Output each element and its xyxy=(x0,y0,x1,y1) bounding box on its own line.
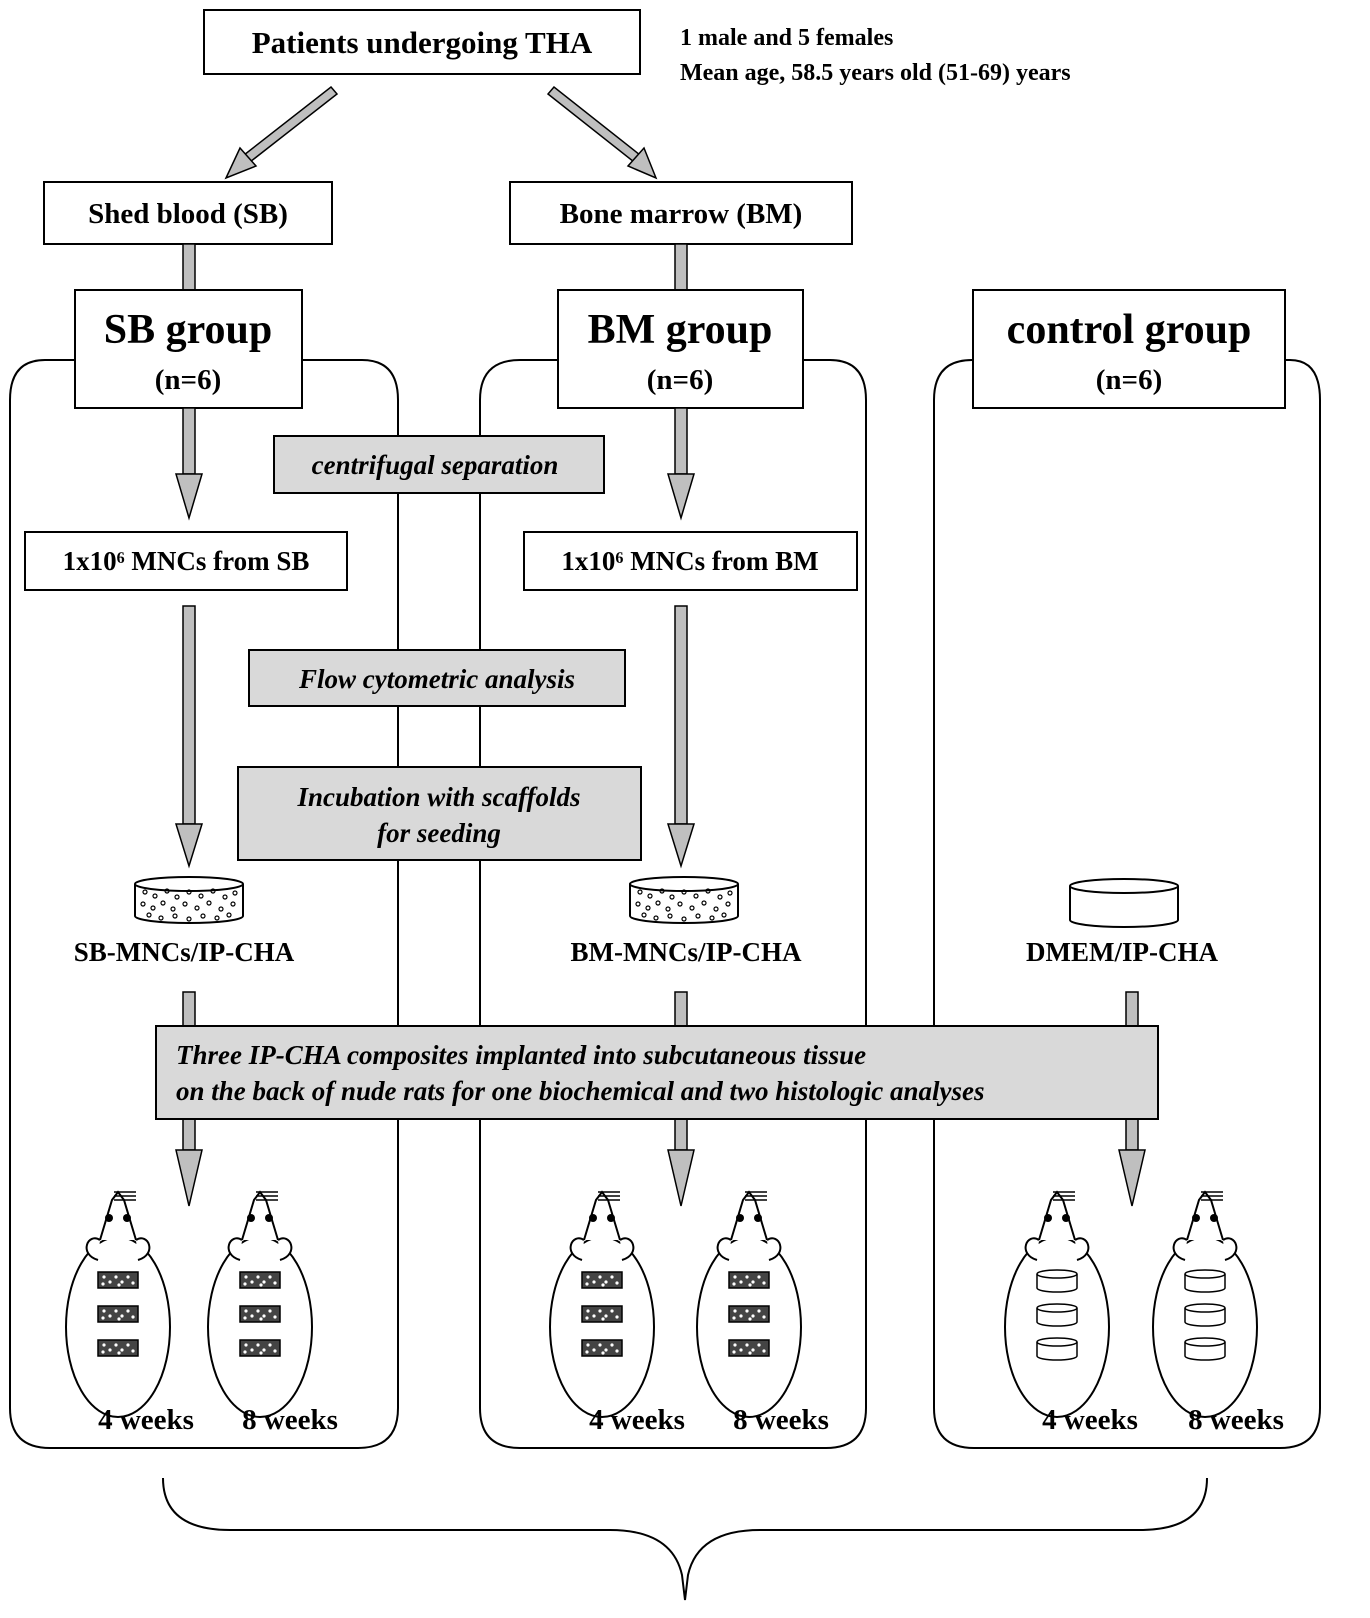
bm-group-box xyxy=(557,289,804,409)
demographics-age: Mean age, 58.5 years old (51-69) years xyxy=(680,60,1071,86)
control-rat-8-weeks xyxy=(1152,1191,1258,1418)
sb-group-n: (n=6) xyxy=(155,364,221,396)
bm-group-title: BM group xyxy=(588,307,773,353)
bm-group-n: (n=6) xyxy=(647,364,713,396)
arrow-bm-mncs-to-scaffold xyxy=(666,605,696,869)
sb-rat-8-weeks xyxy=(207,1191,313,1418)
sb-group-box xyxy=(74,289,303,409)
shed-blood-box xyxy=(43,181,333,245)
control-group-box xyxy=(972,289,1286,409)
demographics-sex: 1 male and 5 females xyxy=(680,25,893,51)
arrow-to-bone-marrow xyxy=(546,85,658,180)
bm-scaffold-icon xyxy=(629,876,739,924)
bottom-brace xyxy=(162,1477,1208,1601)
flow-cytometry-label: Flow cytometric analysis xyxy=(298,664,575,694)
control-group-panel xyxy=(933,359,1321,1449)
control-composite-label: DMEM/IP-CHA xyxy=(1026,937,1218,967)
incubation-box xyxy=(237,766,642,861)
bm-rat-4-weeks xyxy=(549,1191,655,1418)
centrifugal-label: centrifugal separation xyxy=(312,450,559,480)
control-group-n: (n=6) xyxy=(1096,364,1162,396)
control-8-weeks-label: 8 weeks xyxy=(1188,1404,1284,1436)
arrow-bm-to-mncs xyxy=(666,407,696,521)
flow-cytometry-box xyxy=(248,649,626,707)
sb-scaffold-icon xyxy=(134,876,244,924)
patients-box xyxy=(203,9,641,75)
implantation-box xyxy=(155,1025,1159,1120)
arrow-sb-to-mncs xyxy=(174,407,204,521)
bm-composite-label: BM-MNCs/IP-CHA xyxy=(571,937,802,967)
implantation-label-2: on the back of nude rats for one biochem… xyxy=(176,1076,985,1106)
arrow-to-shed-blood xyxy=(224,85,339,180)
bone-marrow-box xyxy=(509,181,853,245)
bm-group-panel xyxy=(479,359,867,1449)
shed-blood-label: Shed blood (SB) xyxy=(88,198,288,230)
implantation-label-1: Three IP-CHA composites implanted into s… xyxy=(176,1040,866,1070)
incubation-label-2: for seeding xyxy=(377,818,501,848)
bone-marrow-label: Bone marrow (BM) xyxy=(560,198,803,230)
control-rat-4-weeks xyxy=(1004,1191,1110,1418)
sb-4-weeks-label: 4 weeks xyxy=(98,1404,194,1436)
sb-group-title: SB group xyxy=(104,307,272,353)
bm-mncs-label: 1x10⁶ MNCs from BM xyxy=(561,546,818,576)
bm-8-weeks-label: 8 weeks xyxy=(733,1404,829,1436)
connector-sb xyxy=(182,243,196,291)
connector-bm xyxy=(674,243,688,291)
bm-rat-8-weeks xyxy=(696,1191,802,1418)
patients-title: Patients undergoing THA xyxy=(252,25,593,60)
bm-mncs-box xyxy=(523,531,858,591)
sb-8-weeks-label: 8 weeks xyxy=(242,1404,338,1436)
sb-group-panel xyxy=(9,359,399,1449)
control-4-weeks-label: 4 weeks xyxy=(1042,1404,1138,1436)
incubation-label-1: Incubation with scaffolds xyxy=(296,782,580,812)
sb-mncs-label: 1x10⁶ MNCs from SB xyxy=(63,546,310,576)
control-group-title: control group xyxy=(1007,307,1252,353)
control-scaffold-icon xyxy=(1069,878,1179,928)
sb-rat-4-weeks xyxy=(65,1191,171,1418)
bm-4-weeks-label: 4 weeks xyxy=(589,1404,685,1436)
sb-mncs-box xyxy=(24,531,348,591)
sb-composite-label: SB-MNCs/IP-CHA xyxy=(74,937,295,967)
centrifugal-box xyxy=(273,435,605,494)
arrow-sb-mncs-to-scaffold xyxy=(174,605,204,869)
